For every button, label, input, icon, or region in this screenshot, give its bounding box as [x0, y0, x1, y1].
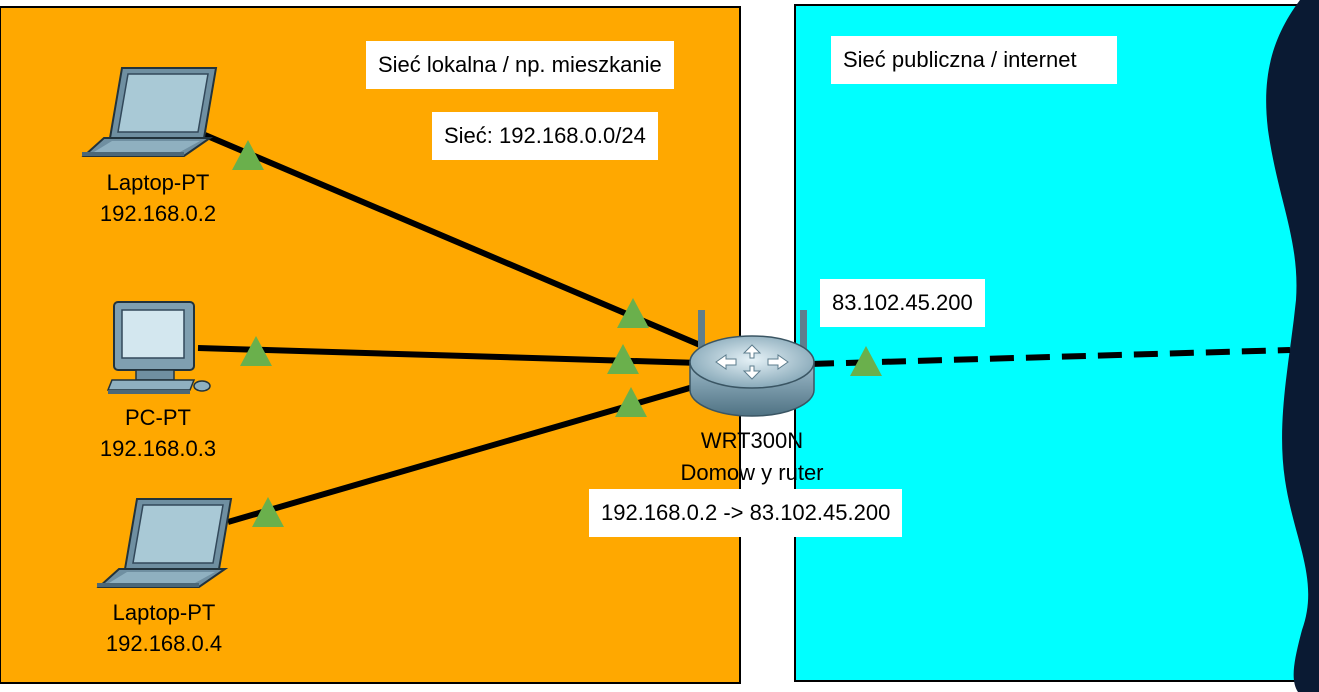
router-icon[interactable] [689, 310, 815, 417]
public-network-title: Sieć publiczna / internet [831, 36, 1117, 84]
nat-mapping-label: 192.168.0.2 -> 83.102.45.200 [589, 489, 903, 537]
link-status-icon [607, 344, 639, 374]
link-status-icon [615, 387, 647, 417]
link-laptop1-router [203, 132, 702, 348]
device-type-label: Laptop-PT [106, 170, 210, 195]
laptop-icon[interactable] [81, 67, 218, 157]
public-network-area [794, 4, 1316, 682]
device-type-label: Laptop-PT [112, 600, 216, 625]
pc-icon[interactable] [106, 301, 211, 394]
internet-cloud-shape [1266, 0, 1319, 692]
link-status-icon [252, 497, 284, 527]
link-status-icon [240, 336, 272, 366]
link-status-icon [232, 140, 264, 170]
router-model-label: WRT300N [700, 428, 804, 453]
local-network-title: Sieć lokalna / np. mieszkanie [366, 41, 674, 89]
device-ip-label: 192.168.0.3 [99, 436, 217, 461]
link-status-icon [617, 298, 649, 328]
subnet-label: Sieć: 192.168.0.0/24 [432, 112, 658, 160]
link-status-icon [850, 346, 882, 376]
link-router-internet [809, 347, 1291, 367]
router-name-label: Domow y ruter [680, 460, 824, 485]
device-ip-label: 192.168.0.2 [99, 201, 217, 226]
device-type-label: PC-PT [125, 405, 191, 430]
wan-ip-label: 83.102.45.200 [820, 279, 985, 327]
device-ip-label: 192.168.0.4 [105, 631, 223, 656]
laptop-icon[interactable] [96, 498, 233, 588]
